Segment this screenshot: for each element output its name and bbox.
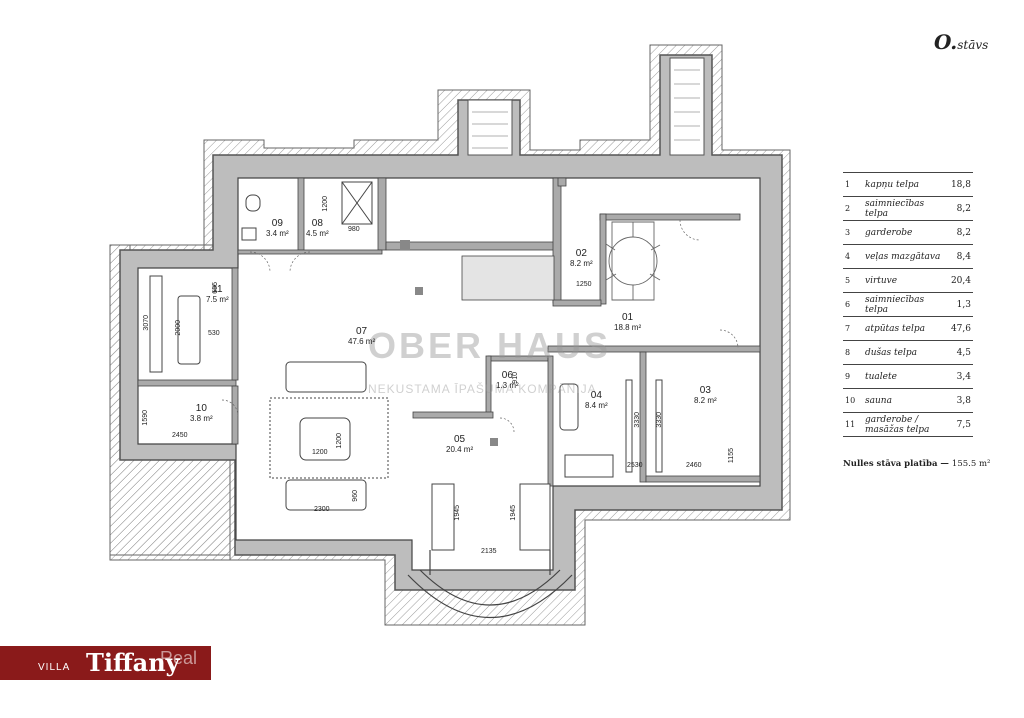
room-name: garderobe / masāžas telpa <box>863 412 947 437</box>
dim-label: 1155 <box>728 448 735 464</box>
dim-label: 1200 <box>312 449 328 456</box>
dim-label: 2135 <box>481 548 497 555</box>
dim-label: 3330 <box>634 412 641 428</box>
dim-label: 960 <box>352 490 359 502</box>
room-name: saimniecības telpa <box>863 292 947 317</box>
dim-label: 2000 <box>175 320 182 336</box>
room-area: 47,6 <box>947 316 973 341</box>
room-number: 6 <box>843 292 863 317</box>
room-area: 20,4 <box>947 268 973 293</box>
room-name: tualete <box>863 364 947 389</box>
dim-label: 3330 <box>656 412 663 428</box>
dim-label: 1945 <box>454 505 461 521</box>
room-area: 3,4 <box>947 364 973 389</box>
room-area: 3,8 <box>947 388 973 413</box>
brand-real-watermark: Real <box>160 648 198 668</box>
room-number: 11 <box>843 412 863 437</box>
total-area: Nulles stāva platība — 155.5 m² <box>843 459 991 469</box>
room-name: virtuve <box>863 268 947 293</box>
room-number: 4 <box>843 244 863 269</box>
room-number: 2 <box>843 196 863 221</box>
room-number: 5 <box>843 268 863 293</box>
dim-label: 2450 <box>172 432 188 439</box>
room-number: 9 <box>843 364 863 389</box>
stair-shaft-right <box>669 57 705 156</box>
room-area: 7,5 <box>947 412 973 437</box>
dim-label: 2460 <box>686 462 702 469</box>
stair-treads <box>472 69 700 149</box>
brand-villa-text: VILLA <box>38 662 71 673</box>
dim-label: 1590 <box>142 410 149 426</box>
dim-label: 1945 <box>510 505 517 521</box>
door-swings <box>221 219 739 433</box>
dim-label: 655 <box>212 282 219 294</box>
furniture <box>149 181 663 551</box>
dim-label: 980 <box>348 226 360 233</box>
stair-shaft-left <box>467 99 513 156</box>
room-number: 1 <box>843 172 863 197</box>
room-area: 8,4 <box>947 244 973 269</box>
room-number: 7 <box>843 316 863 341</box>
room-name: garderobe <box>863 220 947 245</box>
dim-label: 910 <box>512 372 519 384</box>
room-name: kapņu telpa <box>863 172 947 197</box>
room-area: 1,3 <box>947 292 973 317</box>
room-name: saimniecības telpa <box>863 196 947 221</box>
spiral-stair <box>605 221 661 301</box>
room-name: atpūtas telpa <box>863 316 947 341</box>
dim-label: 1200 <box>336 433 343 449</box>
dim-label: 3070 <box>143 315 150 331</box>
room-area: 18,8 <box>947 172 973 197</box>
floor-title: O.stāvs <box>934 30 989 54</box>
columns <box>400 240 498 446</box>
room-name: dušas telpa <box>863 340 947 365</box>
room-area: 8,2 <box>947 220 973 245</box>
room-area: 4,5 <box>947 340 973 365</box>
dim-label: 1250 <box>576 281 592 288</box>
brand-name: Tiffany <box>86 648 180 677</box>
room-number: 3 <box>843 220 863 245</box>
room-area: 8,2 <box>947 196 973 221</box>
bay-window <box>407 550 573 618</box>
dim-label: 530 <box>208 330 220 337</box>
dim-label: 1200 <box>322 196 329 212</box>
room-number: 8 <box>843 340 863 365</box>
watermark-sub: NEKUSTAMA ĪPAŠUMA KOMPĀNIJA <box>368 382 597 396</box>
watermark-main: OBER HAUS <box>368 325 612 366</box>
room-name: sauna <box>863 388 947 413</box>
dim-label: 2530 <box>627 462 643 469</box>
dim-label: 2300 <box>314 506 330 513</box>
room-number: 10 <box>843 388 863 413</box>
room-name: veļas mazgātava <box>863 244 947 269</box>
brand-banner: VILLA Tiffany <box>0 646 211 680</box>
